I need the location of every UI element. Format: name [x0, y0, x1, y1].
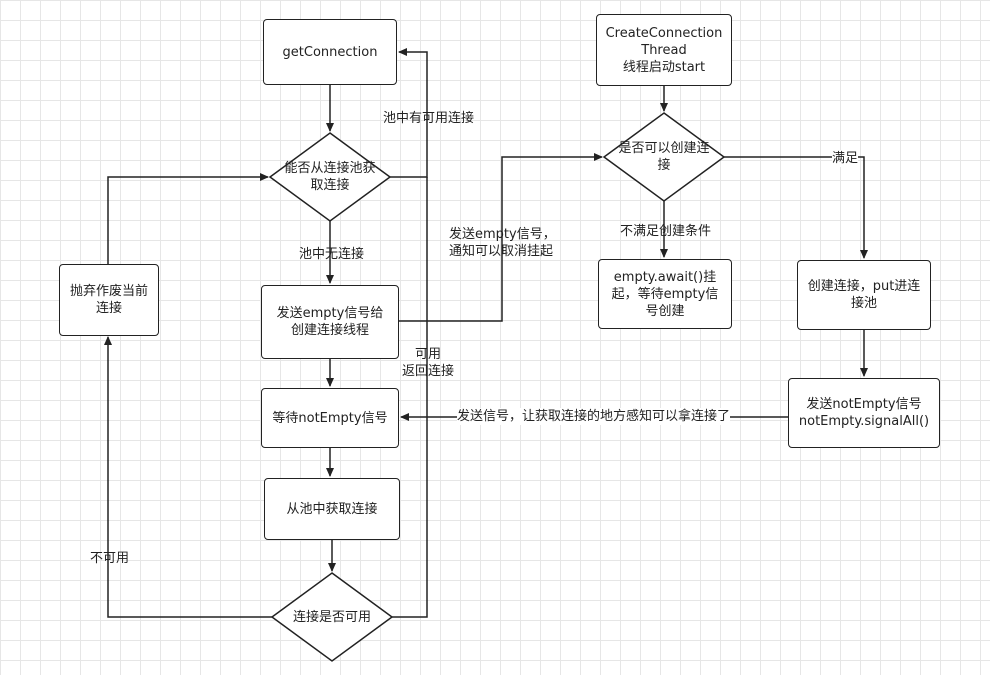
edge-send-empty-to-create-decision — [399, 153, 603, 322]
can-get-from-pool-label: 能否从连接池获 取连接 — [284, 161, 376, 193]
empty-await-box: empty.await()挂 起，等待empty信 号创建 — [598, 259, 732, 329]
edge-not-usable — [104, 336, 272, 618]
label-signal-notify: 发送信号，让获取连接的地方感知可以拿连接了 — [457, 408, 731, 425]
edge-meet-condition — [724, 156, 868, 259]
edge-pool-has-available — [390, 48, 428, 178]
create-and-put-box: 创建连接，put进连 接池 — [797, 260, 931, 330]
label-meet-condition: 满足 — [832, 150, 859, 167]
discard-connection-box: 抛弃作废当前 连接 — [59, 264, 159, 336]
is-connection-usable-shape — [270, 572, 394, 662]
is-connection-usable-label: 连接是否可用 — [292, 609, 371, 625]
edge-usable-return — [392, 177, 428, 618]
label-usable-return: 可用 返回连接 — [402, 347, 455, 379]
can-create-label: 是否可以创建连 接 — [618, 141, 710, 173]
label-not-usable: 不可用 — [90, 551, 130, 566]
send-empty-signal-box: 发送empty信号给 创建连接线程 — [261, 285, 399, 359]
label-pool-has-none: 池中无连接 — [299, 247, 365, 262]
label-not-meet-condition: 不满足创建条件 — [620, 224, 712, 239]
label-pool-has-available: 池中有可用连接 — [383, 111, 475, 126]
edge-discard-to-decision — [107, 173, 269, 285]
create-thread-start-box: CreateConnection Thread 线程启动start — [596, 14, 732, 86]
label-send-empty-notify: 发送empty信号， 通知可以取消挂起 — [449, 227, 556, 259]
get-from-pool-box: 从池中获取连接 — [264, 478, 400, 540]
get-connection-box: getConnection — [263, 19, 397, 85]
send-not-empty-signal-box: 发送notEmpty信号 notEmpty.signalAll() — [788, 378, 940, 448]
wait-not-empty-box: 等待notEmpty信号 — [261, 388, 399, 448]
